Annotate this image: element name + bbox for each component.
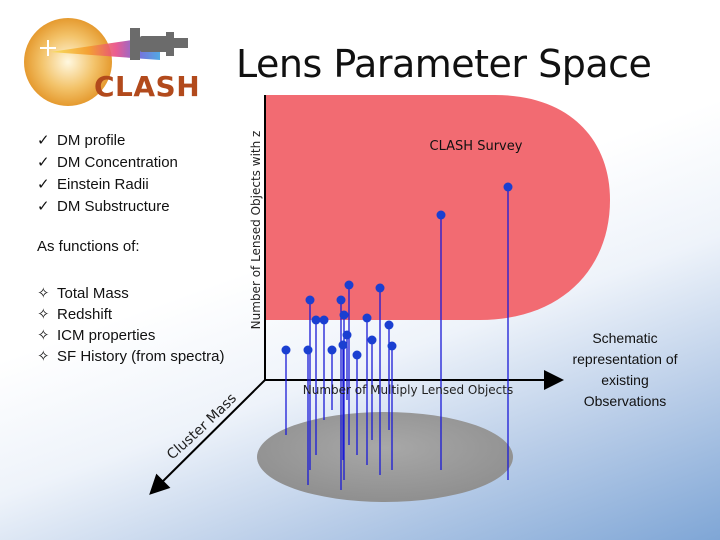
observation-dot bbox=[282, 346, 291, 355]
observation-dot bbox=[353, 351, 362, 360]
mass-base-ellipse bbox=[257, 412, 513, 502]
z-axis-line bbox=[152, 380, 265, 492]
x-axis-label: Number of Multiply Lensed Objects bbox=[303, 383, 513, 397]
z-axis-label-text: Cluster Mass bbox=[164, 390, 240, 463]
observation-dot bbox=[337, 296, 346, 305]
observation-dot bbox=[339, 341, 348, 350]
observation-dot bbox=[385, 321, 394, 330]
observation-dot bbox=[340, 311, 349, 320]
observation-dot bbox=[388, 342, 397, 351]
observation-dot bbox=[504, 183, 513, 192]
observation-dot bbox=[306, 296, 315, 305]
observation-dot bbox=[320, 316, 329, 325]
observation-dot bbox=[363, 314, 372, 323]
side-note: Schematic representation of existing Obs… bbox=[560, 328, 690, 412]
clash-survey-region bbox=[265, 95, 610, 320]
observation-dot bbox=[304, 346, 313, 355]
observation-dot bbox=[345, 281, 354, 290]
observation-dot bbox=[376, 284, 385, 293]
observation-dot bbox=[368, 336, 377, 345]
observation-dot bbox=[328, 346, 337, 355]
observation-dot bbox=[312, 316, 321, 325]
y-axis-label: Number of Lensed Objects with z bbox=[249, 120, 263, 340]
observation-dot bbox=[343, 331, 352, 340]
z-axis-label: Cluster Mass bbox=[164, 390, 240, 463]
observation-dot bbox=[437, 211, 446, 220]
region-label: CLASH Survey bbox=[430, 139, 523, 154]
